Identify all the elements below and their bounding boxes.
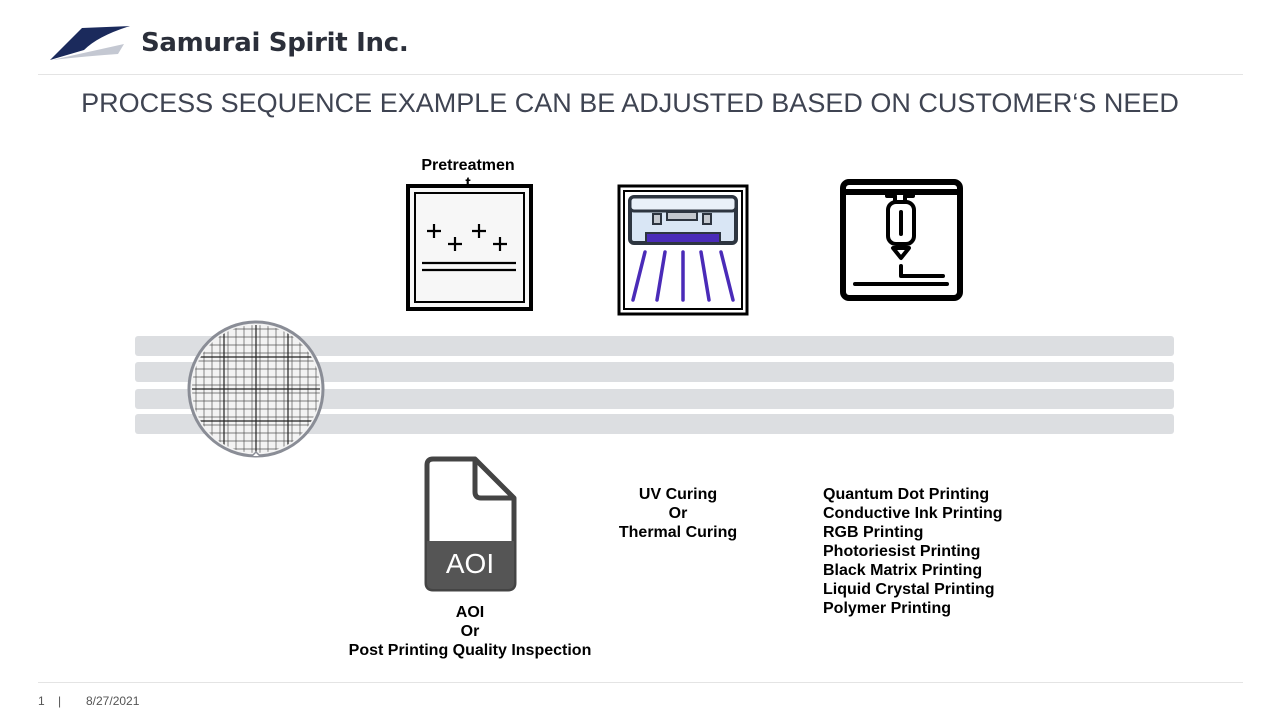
aoi-label-line-1: AOI [455,604,485,621]
slide-title: PROCESS SEQUENCE EXAMPLE CAN BE ADJUSTED… [81,88,1179,118]
printing-type-item: Black Matrix Printing [823,562,983,579]
process-band-1 [135,336,1174,356]
curing-label-line-2: Or [668,505,688,522]
printing-type-item: Photoriesist Printing [823,543,981,560]
process-band-4 [135,414,1174,434]
page-number: 1 [38,694,45,708]
aoi-label: AOI Or Post Printing Quality Inspection [340,603,600,660]
header-divider [38,74,1243,75]
aoi-icon-text: AOI [446,548,494,579]
wafer-icon [187,320,325,458]
printing-type-item: RGB Printing [823,524,924,541]
printing-type-item: Polymer Printing [823,600,952,617]
process-band-2 [135,362,1174,382]
footer-date: 8/27/2021 [86,694,140,708]
footer-separator: | [58,694,62,708]
aoi-label-line-2: Or [460,623,480,640]
curing-label-line-1: UV Curing [638,486,718,503]
pretreatment-label: Pretreatmen t [421,157,515,192]
printing-types-list: Quantum Dot Printing Conductive Ink Prin… [823,485,1063,618]
printing-type-item: Conductive Ink Printing [823,505,1003,522]
company-logo-icon [50,26,130,60]
aoi-file-icon: AOI [424,456,517,592]
printing-type-item: Liquid Crystal Printing [823,581,995,598]
printing-type-item: Quantum Dot Printing [823,486,990,503]
curing-label: UV Curing Or Thermal Curing [608,485,748,542]
footer-divider [38,682,1243,683]
curing-label-line-3: Thermal Curing [618,524,738,541]
aoi-label-line-3: Post Printing Quality Inspection [348,642,592,659]
process-band-3 [135,389,1174,409]
3d-printer-icon [840,179,963,301]
pretreatment-icon [406,184,533,311]
uv-lamp-icon [617,184,749,316]
company-name: Samurai Spirit Inc. [141,28,409,58]
